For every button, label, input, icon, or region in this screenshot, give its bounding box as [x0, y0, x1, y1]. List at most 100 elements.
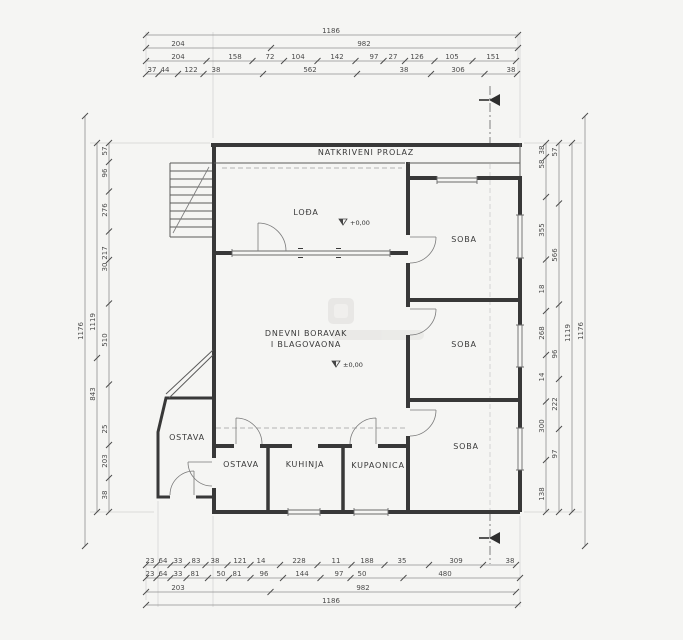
dimension-tick	[314, 561, 321, 569]
dimension-label: 1176	[577, 322, 585, 340]
dimension-tick	[142, 601, 150, 609]
dimension-label: 566	[551, 248, 559, 262]
dimension-label: 33	[174, 557, 183, 565]
dimension-label: 151	[486, 53, 499, 61]
room-label-dnevni-boravak: I BLAGOVAONA	[271, 340, 341, 349]
dimension-tick	[105, 300, 113, 307]
dimension-tick	[225, 574, 233, 582]
dimension-tick	[105, 441, 113, 449]
room-label-natkriveni-prolaz: NATKRIVENI PROLAZ	[318, 148, 414, 157]
dimension-label: 126	[410, 53, 424, 61]
dimension-label: 57	[101, 147, 109, 156]
dimension-tick	[542, 508, 550, 516]
walls-layer	[156, 143, 522, 514]
dimension-label: 58	[538, 160, 546, 169]
dimension-label: 14	[257, 557, 266, 565]
dimension-tick	[105, 474, 113, 482]
elevation-marker: ±0,00	[331, 360, 363, 369]
dimension-tick	[481, 70, 488, 78]
dimension-tick	[105, 256, 113, 264]
overhang-dashed-line	[216, 167, 406, 429]
dimension-label: 81	[233, 570, 242, 578]
dimension-tick	[479, 561, 487, 569]
dimension-label: 562	[303, 66, 316, 74]
dimension-tick	[105, 381, 113, 388]
dimension-tick	[568, 139, 576, 147]
dimension-label: 843	[89, 387, 97, 400]
dimension-tick	[469, 57, 476, 65]
dimension-tick	[202, 561, 209, 569]
dimension-tick	[352, 57, 359, 65]
dimension-label: 64	[159, 557, 168, 565]
dimension-tick	[142, 31, 150, 39]
dimension-label: 11	[332, 557, 341, 565]
dimension-tick	[555, 425, 563, 433]
dimension-tick	[512, 57, 520, 65]
dimension-tick	[105, 508, 113, 516]
dimension-label: 222	[551, 397, 559, 410]
dimension-label: 18	[538, 285, 546, 294]
dimension-tick	[105, 188, 113, 195]
benchmark-icon-fill	[339, 219, 343, 225]
dimension-label: 35	[398, 557, 407, 565]
dimension-label: 37	[148, 66, 157, 74]
dimension-label: 203	[101, 454, 109, 467]
dimension-label: 97	[370, 53, 379, 61]
dimension-tick	[153, 561, 160, 569]
dimension-tick	[81, 112, 89, 120]
dimension-tick	[204, 574, 212, 582]
dimension-label: 982	[356, 584, 369, 592]
dimension-tick	[81, 542, 89, 550]
windows-layer	[231, 176, 524, 516]
dimension-label: 144	[295, 570, 309, 578]
dimension-label: 1119	[564, 324, 572, 342]
dimension-label: 1186	[322, 597, 340, 605]
dimension-tick	[259, 70, 267, 78]
dimension-tick	[581, 112, 589, 120]
dimension-tick	[167, 574, 174, 582]
dimension-label: 96	[551, 349, 559, 358]
dimension-tick	[142, 561, 150, 569]
dimension-tick	[555, 508, 563, 516]
dimension-tick	[427, 70, 435, 78]
dimension-label: 30	[101, 263, 109, 272]
dimension-tick	[555, 301, 563, 308]
dimension-tick	[380, 57, 387, 65]
dimension-label: 104	[291, 53, 305, 61]
dimension-label: 50	[358, 570, 367, 578]
dimension-tick	[514, 44, 522, 52]
dimension-tick	[203, 57, 210, 65]
dimension-label: 38	[212, 66, 221, 74]
dimension-tick	[381, 561, 388, 569]
dimension-tick	[142, 57, 150, 65]
dimension-tick	[105, 158, 113, 166]
dimension-label: 217	[101, 246, 109, 259]
dimension-tick	[267, 44, 275, 52]
dimension-tick	[142, 574, 150, 582]
dimension-label: 510	[101, 333, 109, 346]
dimension-tick	[167, 561, 174, 569]
dimension-tick	[581, 542, 589, 550]
dimension-label: 268	[538, 326, 546, 339]
dimension-tick	[348, 561, 355, 569]
dimension-label: 138	[538, 487, 546, 500]
dimension-tick	[431, 57, 438, 65]
dimension-tick	[542, 256, 550, 263]
dimension-tick	[200, 70, 207, 78]
dimension-label: 228	[292, 557, 305, 565]
dimension-tick	[142, 44, 150, 52]
dimension-label: 38	[507, 66, 516, 74]
dimension-tick	[142, 70, 150, 78]
dimension-tick	[542, 351, 550, 359]
dimension-label: 96	[101, 168, 109, 177]
dimension-label: 44	[161, 66, 170, 74]
dimension-label: 38	[400, 66, 409, 74]
dimension-tick	[353, 70, 361, 78]
dimension-label: 121	[233, 557, 246, 565]
dimension-label: 142	[330, 53, 343, 61]
room-label-kupaonica: KUPAONICA	[351, 461, 404, 470]
dimension-label: 50	[217, 570, 226, 578]
dimension-tick	[247, 574, 254, 582]
